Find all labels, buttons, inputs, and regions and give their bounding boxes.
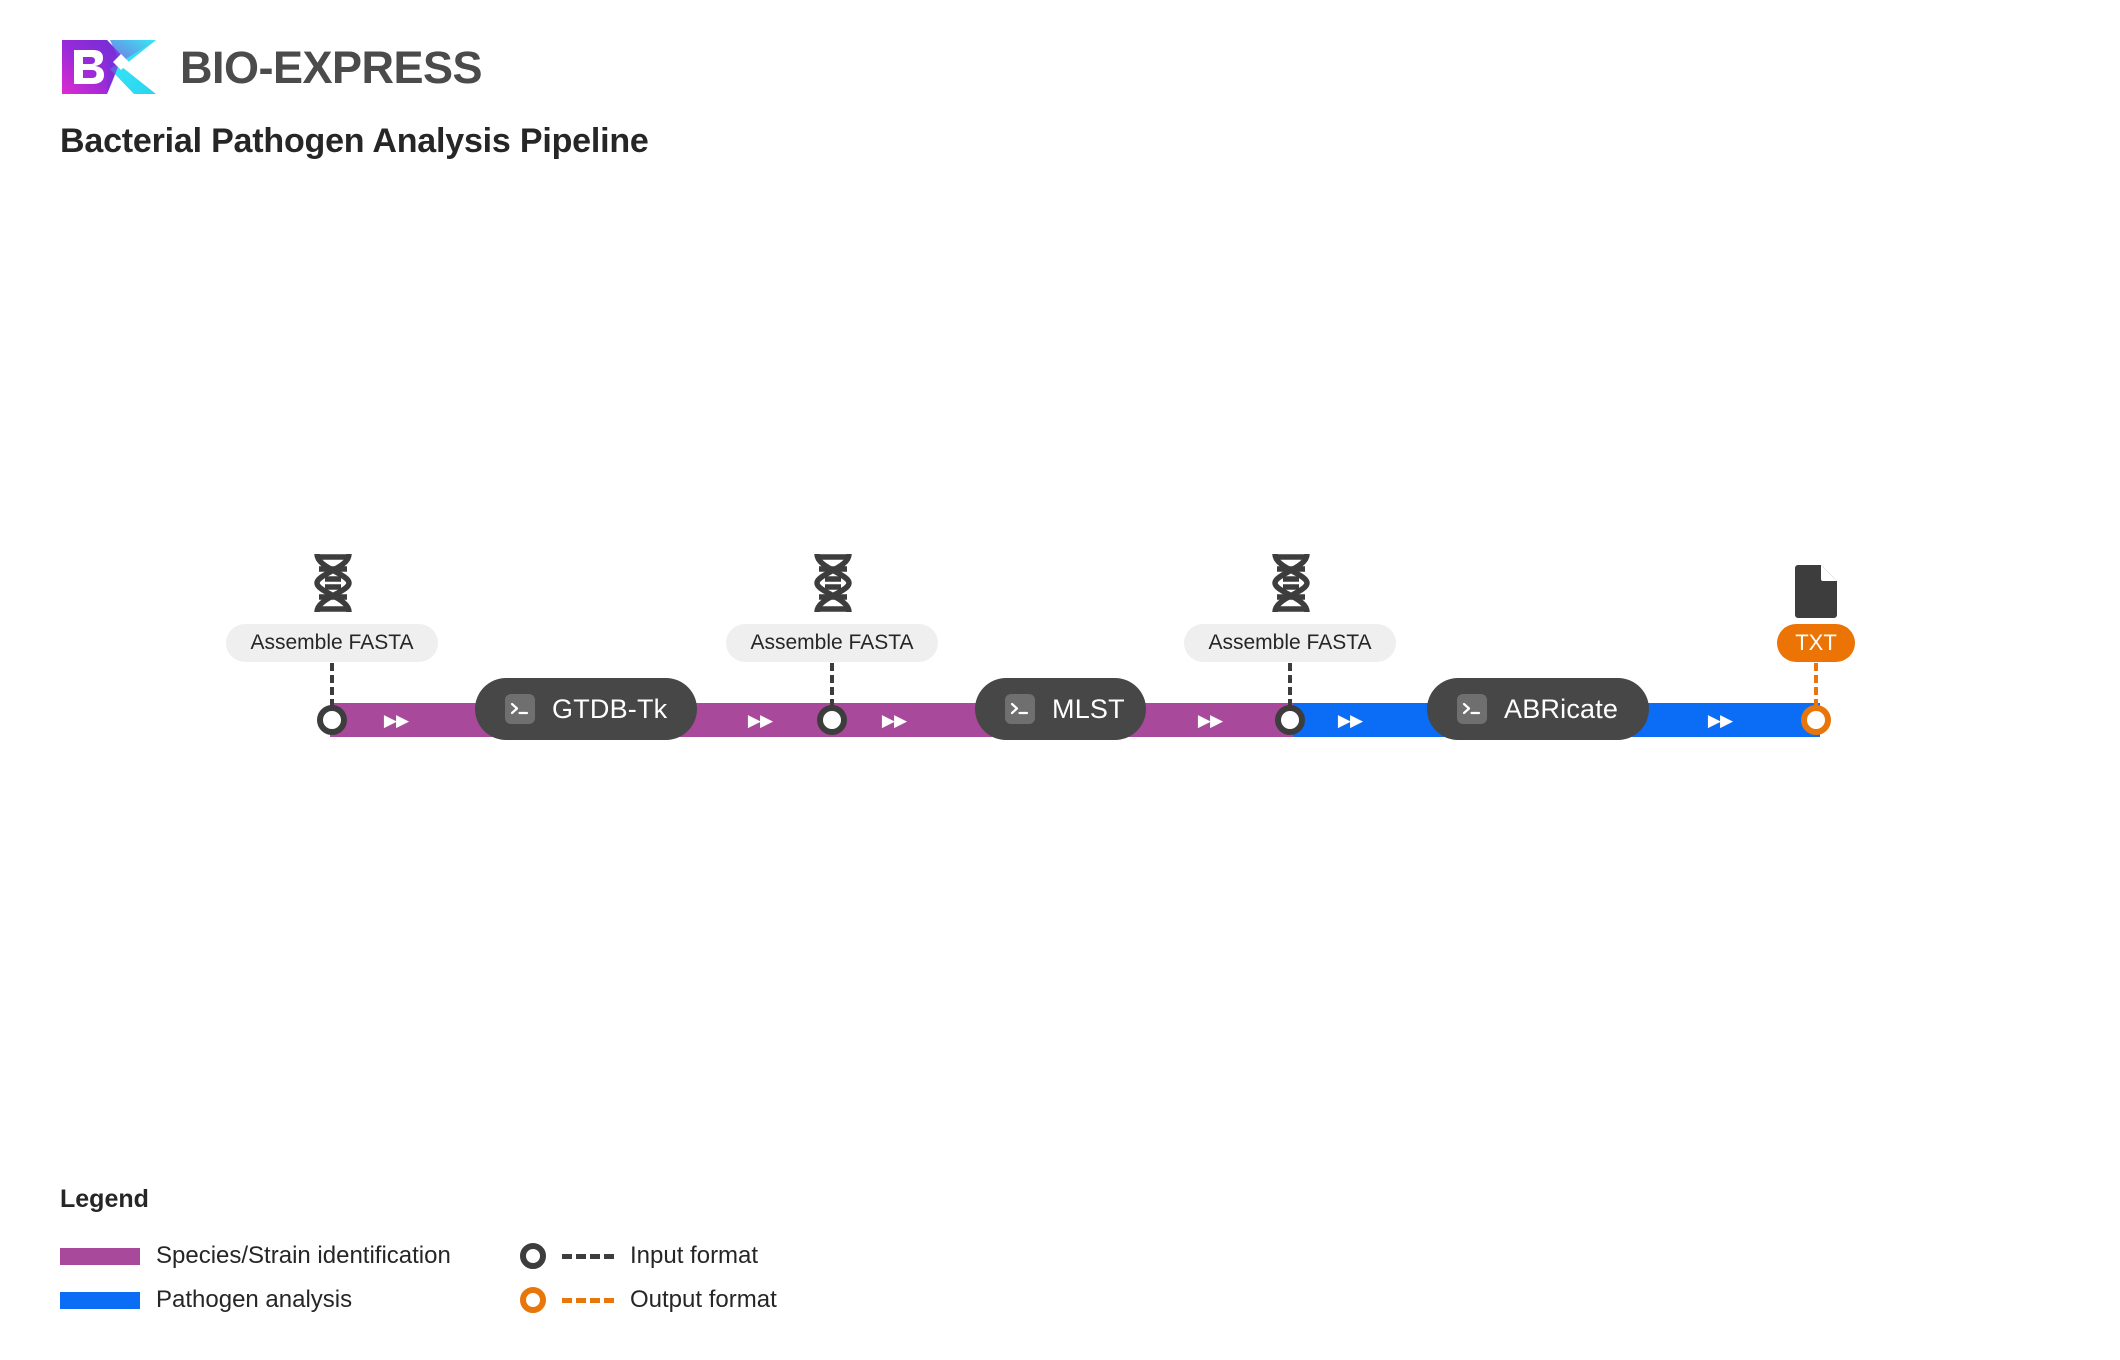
input-marker-icon (520, 1243, 546, 1269)
pipeline-node-label: ABRicate (1504, 693, 1619, 724)
brand-row: BIO-EXPRESS (60, 38, 649, 96)
page-header: BIO-EXPRESS Bacterial Pathogen Analysis … (60, 38, 649, 161)
legend-item-label: Output format (630, 1286, 777, 1313)
io-marker-input[interactable] (317, 705, 347, 735)
legend-item-species-strain: Species/Strain identification (60, 1234, 520, 1278)
legend-title: Legend (60, 1185, 149, 1213)
bio-express-bx-logo (60, 38, 158, 96)
file-document-icon (1789, 562, 1841, 623)
pipeline-node-label: MLST (1052, 693, 1125, 724)
io-connector-dash (830, 663, 834, 707)
legend-item-label: Species/Strain identification (156, 1242, 451, 1269)
legend-item-input-format: Input format (520, 1234, 777, 1278)
legend: Legend Species/Strain identification Pat… (60, 1185, 777, 1322)
legend-item-output-format: Output format (520, 1278, 777, 1322)
pipeline-node-gtdb-tk[interactable]: GTDB-Tk (475, 678, 697, 740)
output-dash-icon (562, 1297, 614, 1303)
pipeline-node-mlst[interactable]: MLST (975, 678, 1146, 740)
input-dash-icon (562, 1253, 614, 1259)
output-marker-icon (520, 1287, 546, 1313)
legend-item-label: Pathogen analysis (156, 1286, 353, 1313)
legend-marker-column: Input format Output format (520, 1234, 777, 1322)
terminal-icon (1005, 694, 1035, 724)
io-format-pill: Assemble FASTA (226, 624, 438, 662)
io-format-pill: Assemble FASTA (1184, 624, 1396, 662)
io-format-label: Assemble FASTA (250, 631, 414, 654)
io-format-label: TXT (1795, 630, 1837, 655)
pipeline-node-abricate[interactable]: ABRicate (1427, 678, 1649, 740)
terminal-icon (1457, 694, 1487, 724)
legend-columns: Species/Strain identification Pathogen a… (60, 1234, 777, 1322)
io-format-label: Assemble FASTA (750, 631, 914, 654)
io-connector-dash (1288, 663, 1292, 707)
dna-helix-icon (805, 552, 861, 619)
io-marker-input[interactable] (817, 705, 847, 735)
io-format-label: Assemble FASTA (1208, 631, 1372, 654)
page-title: Bacterial Pathogen Analysis Pipeline (60, 122, 649, 160)
io-format-pill: Assemble FASTA (726, 624, 938, 662)
legend-color-column: Species/Strain identification Pathogen a… (60, 1234, 520, 1322)
pipeline-node-label: GTDB-Tk (552, 693, 668, 724)
legend-swatch (60, 1247, 140, 1265)
io-format-pill-output: TXT (1777, 624, 1855, 662)
dna-helix-icon (305, 552, 361, 619)
legend-item-pathogen-analysis: Pathogen analysis (60, 1278, 520, 1322)
io-connector-dash (330, 663, 334, 707)
dna-helix-icon (1263, 552, 1319, 619)
legend-item-label: Input format (630, 1242, 759, 1269)
io-connector-dash-output (1814, 663, 1818, 707)
io-marker-output[interactable] (1801, 705, 1831, 735)
io-marker-input[interactable] (1275, 705, 1305, 735)
terminal-icon (505, 694, 535, 724)
brand-name: BIO-EXPRESS (180, 41, 483, 93)
legend-swatch (60, 1291, 140, 1309)
